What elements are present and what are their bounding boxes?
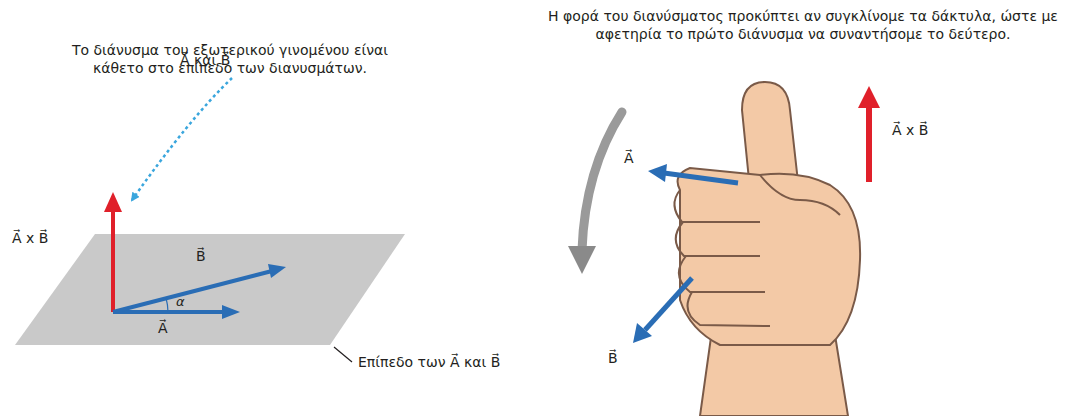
- vector-label: B⃗: [196, 248, 206, 266]
- vector-a: [664, 173, 738, 183]
- cross-vector: [111, 208, 115, 312]
- arrow-head: [104, 192, 122, 212]
- vector-b: [645, 278, 692, 330]
- arrow-head: [222, 305, 240, 319]
- hand: [674, 82, 860, 416]
- vector-label: A⃗: [624, 150, 634, 168]
- leader-line: [334, 347, 352, 362]
- dotted-arrow: [132, 78, 232, 200]
- angle-arc: [166, 298, 168, 312]
- vector-a: [113, 310, 226, 314]
- vector-b: [113, 271, 272, 312]
- vector-label: A⃗ και B⃗: [180, 52, 230, 70]
- cross-vector: [866, 104, 872, 182]
- arrow-head: [568, 246, 596, 274]
- arrow-head: [633, 323, 652, 343]
- arrow-head: [858, 86, 880, 108]
- plane: [15, 234, 405, 345]
- plane-label: Επίπεδο των A⃗ και B⃗: [358, 354, 500, 372]
- angle-label: α: [176, 294, 185, 310]
- vector-label: A⃗ x B⃗: [892, 122, 928, 140]
- rotation-arrow: [582, 112, 622, 250]
- vector-label: A⃗: [158, 320, 168, 338]
- arrow-head: [648, 164, 667, 182]
- vector-label: A⃗ x B⃗: [12, 230, 48, 248]
- vector-label: B⃗: [608, 350, 618, 368]
- caption: Η φορά του διανύσματος προκύπτει αν συγκ…: [548, 8, 1058, 43]
- arrow-head: [268, 264, 286, 278]
